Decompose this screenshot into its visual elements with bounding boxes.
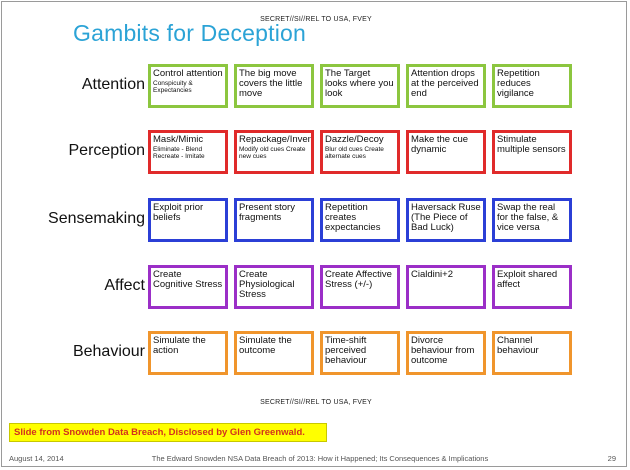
- gambit-cell: Attention drops at the perceived end: [406, 64, 486, 108]
- gambit-cell-main-text: Create Cognitive Stress: [153, 269, 223, 290]
- classification-bottom: SECRET//SI//REL TO USA, FVEY: [260, 399, 372, 406]
- gambit-cell-main-text: Exploit shared affect: [497, 269, 558, 290]
- gambit-cell-main-text: Make the cue dynamic: [411, 134, 469, 155]
- gambit-cell-main-text: Time-shift perceived behaviour: [325, 335, 367, 366]
- gambit-cell: Create Affective Stress (+/-): [320, 265, 400, 309]
- gambit-cell-main-text: Simulate the action: [153, 335, 206, 356]
- gambit-cell: Haversack Ruse (The Piece of Bad Luck): [406, 198, 486, 242]
- embedded-slide: SECRET//SI//REL TO USA, FVEY Gambits for…: [48, 6, 581, 406]
- gambit-cell-main-text: Create Affective Stress (+/-): [325, 269, 392, 290]
- row-label-2: Sensemaking: [48, 210, 145, 227]
- gambit-cell: Create Cognitive Stress: [148, 265, 228, 309]
- gambit-cell-main-text: Repetition creates expectancies: [325, 202, 381, 233]
- gambit-cell-main-text: Control attention: [153, 68, 223, 79]
- gambit-cell: Repetition reduces vigilance: [492, 64, 572, 108]
- row-label-1: Perception: [68, 142, 146, 159]
- gambit-cell-main-text: Stimulate multiple sensors: [497, 134, 566, 155]
- footer-date: August 14, 2014: [9, 454, 64, 463]
- gambit-cell-main-text: Simulate the outcome: [239, 335, 292, 356]
- gambit-cell: Make the cue dynamic: [406, 130, 486, 174]
- gambit-cell: Simulate the action: [148, 331, 228, 375]
- gambit-cell: Create Physiological Stress: [234, 265, 314, 309]
- gambit-cell-main-text: Dazzle/Decoy: [325, 134, 384, 145]
- gambit-cell-main-text: Divorce behaviour from outcome: [411, 335, 475, 366]
- row-label-0: Attention: [81, 76, 145, 93]
- gambit-cell-main-text: Swap the real for the false, & vice vers…: [497, 202, 559, 233]
- gambit-cell: Stimulate multiple sensors: [492, 130, 572, 174]
- gambit-cell-main-text: Attention drops at the perceived end: [411, 68, 479, 99]
- gambit-cell: Divorce behaviour from outcome: [406, 331, 486, 375]
- gambit-cell: Time-shift perceived behaviour: [320, 331, 400, 375]
- gambit-cell-main-text: Cialdini+2: [411, 269, 453, 280]
- gambit-cell: Channel behaviour: [492, 331, 572, 375]
- gambit-cell: Repetition creates expectancies: [320, 198, 400, 242]
- gambit-cell: The Target looks where you look: [320, 64, 400, 108]
- page-number: 29: [607, 454, 616, 463]
- gambit-cell-sub-text: Blur old cues Create alternate cues: [325, 146, 384, 160]
- footer-title: The Edward Snowden NSA Data Breach of 20…: [151, 454, 489, 463]
- gambit-cell-main-text: Create Physiological Stress: [239, 269, 295, 300]
- gambit-cell: Exploit shared affect: [492, 265, 572, 309]
- gambit-cell-main-text: Exploit prior beliefs: [153, 202, 204, 223]
- gambit-cell-main-text: Repetition reduces vigilance: [497, 68, 540, 99]
- gambit-cell-sub-text: Conspicuity & Expectancies: [153, 80, 193, 94]
- gambit-cell-main-text: Mask/Mimic: [153, 134, 204, 145]
- slide-title: Gambits for Deception: [73, 20, 307, 46]
- gambit-cell-sub-text: Modify old cues Create new cues: [239, 146, 306, 160]
- gambit-cell-main-text: The big move covers the little move: [239, 68, 303, 99]
- source-caption: Slide from Snowden Data Breach, Disclose…: [9, 423, 327, 442]
- gambit-cell-main-text: Channel behaviour: [497, 335, 539, 356]
- gambit-cell: Swap the real for the false, & vice vers…: [492, 198, 572, 242]
- gambit-cell-sub-text: Eliminate - Blend Recreate - Imitate: [153, 146, 205, 160]
- gambit-cell: The big move covers the little move: [234, 64, 314, 108]
- classification-top: SECRET//SI//REL TO USA, FVEY: [260, 16, 372, 23]
- row-label-3: Affect: [104, 277, 145, 294]
- gambit-cell: Present story fragments: [234, 198, 314, 242]
- gambit-cell: Cialdini+2: [406, 265, 486, 309]
- gambit-cell: Exploit prior beliefs: [148, 198, 228, 242]
- gambit-cell: Simulate the outcome: [234, 331, 314, 375]
- gambit-cell-main-text: Present story fragments: [239, 202, 295, 223]
- gambit-cell-main-text: The Target looks where you look: [325, 68, 394, 99]
- row-label-4: Behaviour: [72, 343, 145, 360]
- gambit-cell-main-text: Haversack Ruse (The Piece of Bad Luck): [411, 202, 481, 233]
- gambit-cell-main-text: Repackage/Invent: [239, 134, 314, 145]
